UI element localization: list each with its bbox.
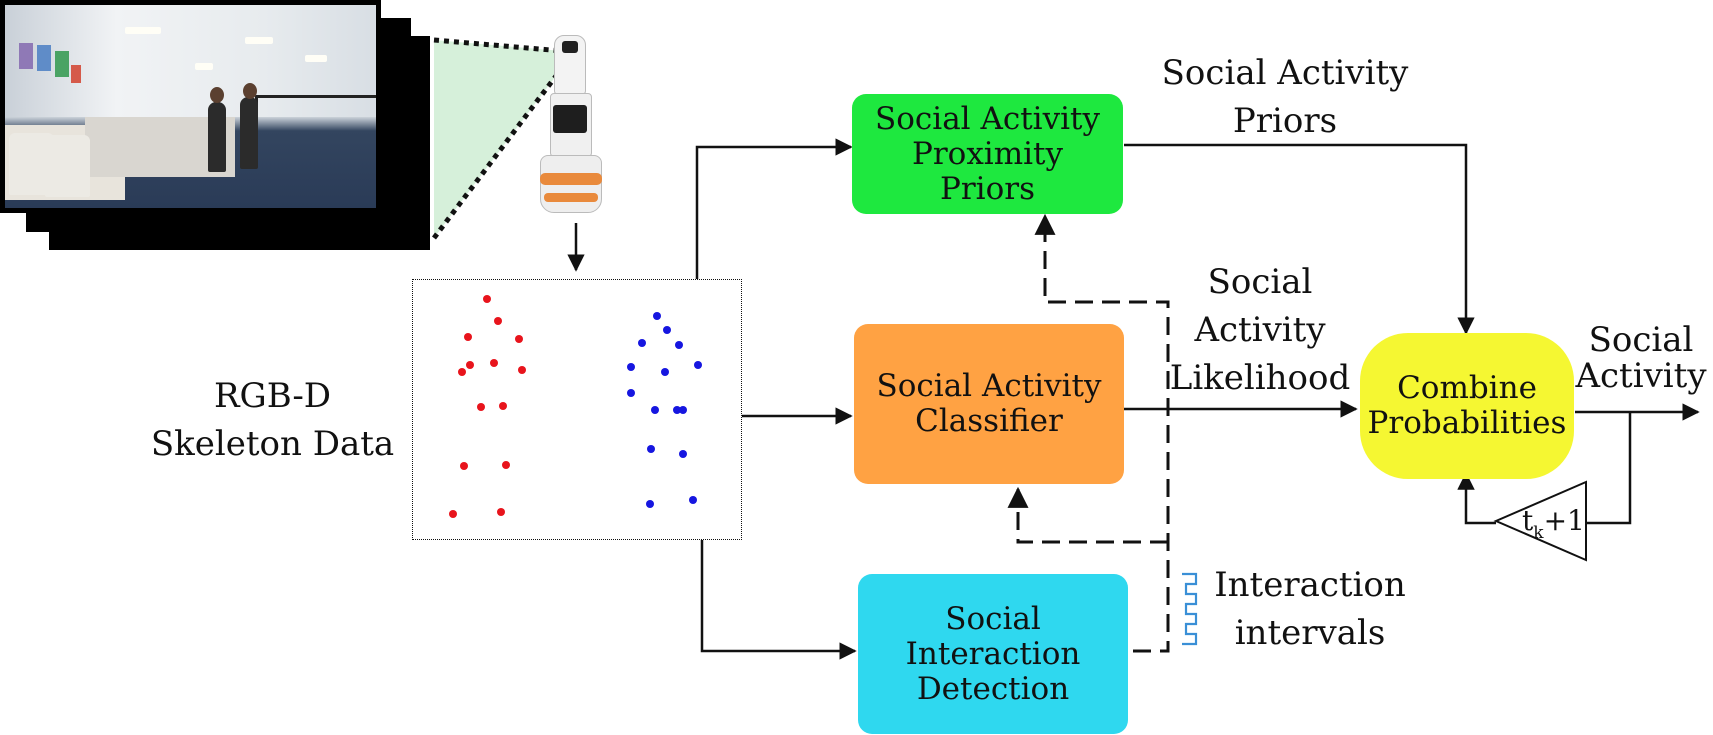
feedback-line-right [1586,412,1632,525]
proximity-line-2: Proximity [911,135,1064,172]
square-wave-icon [1182,572,1198,646]
likelihood-label-line-3: Likelihood [1169,358,1351,398]
combine-line-2: Probabilities [1367,405,1567,441]
proximity-line-1: Social Activity [875,100,1100,137]
fov-bottom-edge [432,50,576,240]
delay-label: tk+1 [1522,504,1585,543]
interaction-detection-box: Social Interaction Detection [858,574,1128,734]
priors-label-line-1: Social Activity [1161,53,1409,93]
dashed-interval-to-classifier [1007,486,1168,544]
likelihood-edge-label: Social Activity Likelihood [1160,258,1360,402]
skeleton-data-panel [412,279,742,540]
priors-edge-label: Social Activity Priors [1150,49,1420,145]
left-skeleton [449,295,526,518]
delay-triangle [1493,480,1587,562]
interaction-line-1: Social [945,600,1041,637]
right-skeleton [627,312,702,508]
priors-label-line-2: Priors [1232,101,1338,141]
input-label: RGB-D Skeleton Data [140,372,405,468]
proximity-line-3: Priors [940,170,1035,207]
arrow-priors-to-combine [1124,143,1475,335]
likelihood-label-line-2: Activity [1194,310,1326,350]
likelihood-label-line-1: Social [1207,262,1313,302]
arrow-skeleton-to-priors [695,138,853,279]
interaction-line-3: Detection [916,670,1070,707]
input-label-line-1: RGB-D [213,376,332,416]
input-label-line-2: Skeleton Data [150,424,395,464]
intervals-label-line-1: Interaction [1214,565,1406,605]
output-label-line-1: Social [1588,320,1694,360]
proximity-priors-box: Social Activity Proximity Priors [852,94,1123,214]
dashed-interval-to-priors [1034,213,1170,653]
classifier-line-2: Classifier [915,403,1063,439]
camera-frame-front [0,0,381,213]
office-photo [5,5,376,208]
intervals-label-line-2: intervals [1234,613,1386,653]
combine-probabilities-box: Combine Probabilities [1360,333,1574,479]
combine-line-1: Combine [1397,370,1537,406]
arrow-skeleton-to-interaction [700,538,857,660]
classifier-line-1: Social Activity [876,368,1102,404]
robot-icon [540,35,602,215]
feedback-line-left [1457,472,1496,525]
output-edge-label: Social Activity [1573,322,1709,394]
intervals-edge-label: Interaction intervals [1205,561,1415,657]
skeleton-points [449,295,702,518]
fov-top-edge [433,37,575,55]
interaction-line-2: Interaction [905,635,1081,672]
activity-classifier-box: Social Activity Classifier [854,324,1124,484]
output-label-line-2: Activity [1575,356,1707,396]
